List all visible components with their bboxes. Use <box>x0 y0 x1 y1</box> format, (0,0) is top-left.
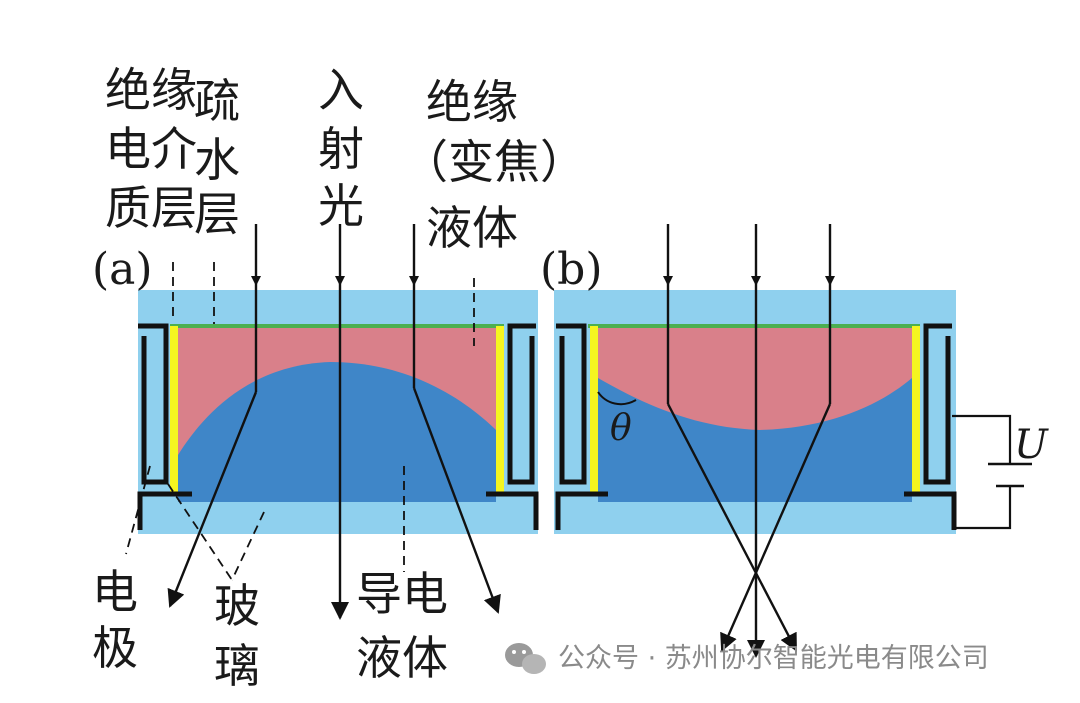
electrode-right-a <box>507 323 536 485</box>
dielectric-right-a <box>496 326 504 496</box>
angle-theta-label: θ <box>610 408 632 449</box>
label-zoom-liquid-line1: 绝缘 <box>426 75 518 129</box>
dielectric-right-b <box>912 326 920 496</box>
electrode-right-bottom-a <box>486 491 539 530</box>
label-electrode-line2: 极 <box>92 621 138 675</box>
panel-b: θ U (b) <box>540 224 1049 658</box>
label-conductive-line1: 导电 <box>356 567 448 621</box>
electrode-left-b <box>556 323 587 485</box>
panel-b-label: (b) <box>540 244 603 295</box>
dielectric-left-a <box>170 326 178 496</box>
electrode-right-b <box>923 323 952 485</box>
ray-left-out-b <box>666 403 798 652</box>
label-incident-line3: 光 <box>318 179 364 233</box>
dielectric-left-b <box>590 326 598 496</box>
voltage-u-label: U <box>1014 422 1049 468</box>
label-zoom-liquid-line2: （变焦） <box>402 135 586 189</box>
ray-left-out-a <box>167 391 258 608</box>
electrode-left-bottom-b <box>555 491 608 530</box>
panel-a: (a) <box>92 224 539 620</box>
electrode-left-bottom-a <box>137 491 192 530</box>
voltage-circuit-wire <box>952 414 1012 530</box>
leader-lines-a <box>125 262 475 581</box>
ray-right-out-a <box>412 387 501 614</box>
label-dielectric-line3: 质层 <box>105 181 197 235</box>
label-hydrophobic-line3: 层 <box>194 187 240 241</box>
label-dielectric-line2: 电介 <box>105 122 197 176</box>
labels-a: 绝缘 电介 质层 疏 水 层 入 射 光 绝缘 （变焦） 液体 电 极 玻 璃 … <box>92 63 586 693</box>
ray-right-out-b <box>720 403 832 652</box>
label-zoom-liquid-line3: 液体 <box>426 201 518 255</box>
panel-a-label: (a) <box>92 244 153 295</box>
label-dielectric-line1: 绝缘 <box>105 63 197 117</box>
conductive-liquid-bottom-a <box>178 470 496 502</box>
label-glass-line1: 玻 <box>214 579 260 633</box>
contact-angle-arc <box>597 391 637 406</box>
label-hydrophobic-line1: 疏 <box>194 74 240 128</box>
label-glass-line2: 璃 <box>214 639 260 693</box>
label-incident-line1: 入 <box>318 63 364 117</box>
label-hydrophobic-line2: 水 <box>194 133 240 187</box>
wechat-icon <box>505 643 546 674</box>
watermark: 公众号 · 苏州协尔智能光电有限公司 <box>505 643 989 674</box>
label-electrode-line1: 电 <box>92 565 138 619</box>
electrode-right-bottom-b <box>904 491 957 530</box>
label-conductive-line2: 液体 <box>356 631 448 685</box>
label-incident-line2: 射 <box>318 122 364 176</box>
watermark-text: 公众号 · 苏州协尔智能光电有限公司 <box>558 643 989 674</box>
electrode-left-a <box>138 323 169 485</box>
